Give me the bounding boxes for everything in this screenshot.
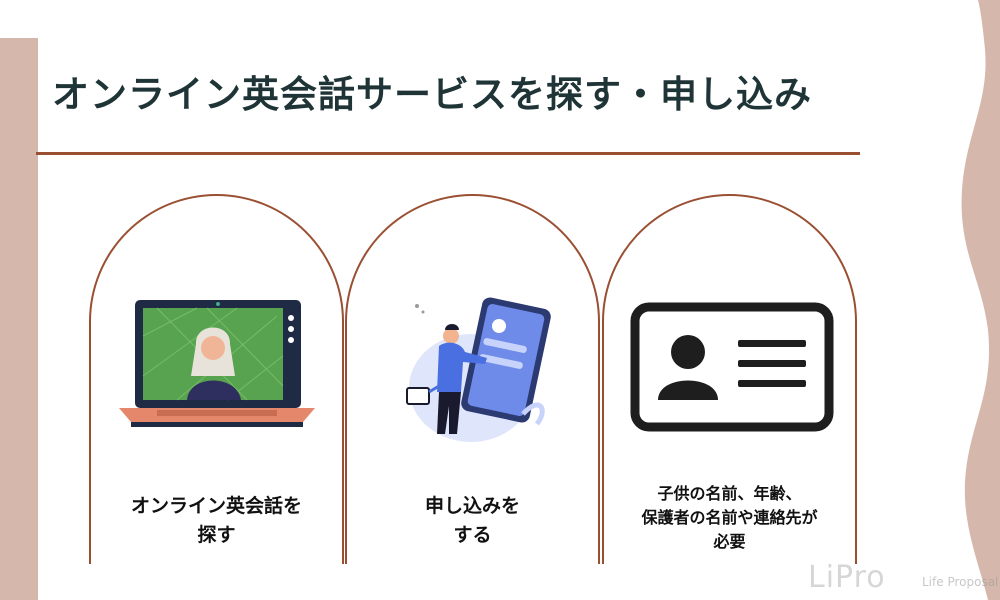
- person-tablet-signup-icon: [406, 297, 551, 442]
- id-card-icon: [630, 302, 834, 432]
- card-label-line: 探す: [197, 524, 236, 547]
- laptop-video-call-icon: [119, 300, 315, 427]
- card-label-line: 必要: [713, 532, 746, 551]
- watermark-tagline: Life Proposal: [922, 575, 999, 589]
- card-label-line: 申し込みを: [424, 495, 520, 517]
- card-search-service: オンライン英会話を 探す: [89, 194, 344, 564]
- watermark: LiPro Life Proposal: [808, 560, 1000, 600]
- card-signup: 申し込みを する: [345, 194, 600, 564]
- card-label-line: 保護者の名前や連絡先が: [641, 508, 818, 527]
- card-label-line: 子供の名前、年齢、: [657, 484, 802, 503]
- card-label-line: する: [453, 524, 492, 547]
- right-wave-decoration: [961, 0, 1000, 600]
- watermark-logo: LiPro: [808, 560, 886, 595]
- card-label-signup: 申し込みを する: [347, 492, 598, 551]
- title-divider: [36, 152, 860, 155]
- card-label-required: 子供の名前、年齢、 保護者の名前や連絡先が 必要: [604, 482, 855, 554]
- card-required-info: 子供の名前、年齢、 保護者の名前や連絡先が 必要: [602, 194, 857, 564]
- left-decorative-band: [0, 38, 38, 600]
- card-label-line: オンライン英会話を: [130, 495, 302, 517]
- page-title: オンライン英会話サービスを探す・申し込み: [52, 73, 812, 116]
- card-label-search: オンライン英会話を 探す: [91, 492, 342, 551]
